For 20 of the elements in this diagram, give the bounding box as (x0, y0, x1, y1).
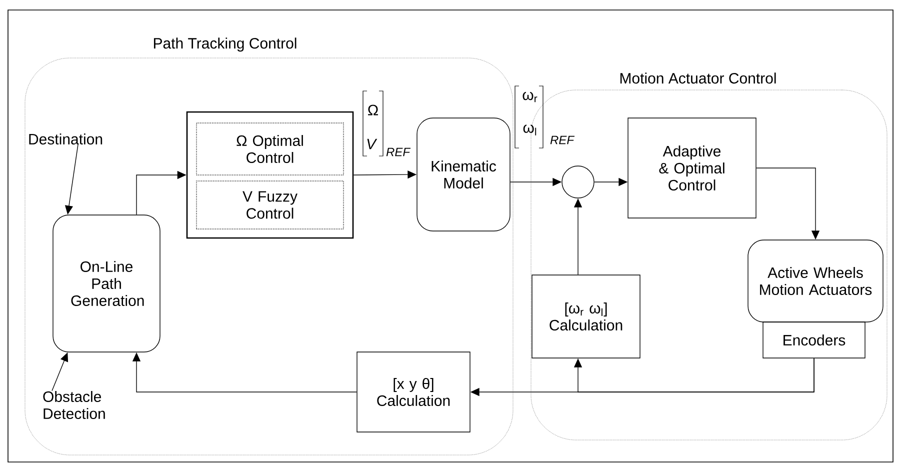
vector-symbol: V (367, 138, 378, 150)
node-label: Motion Actuator Control (620, 72, 776, 84)
input-label: Obstacle Detection (43, 391, 105, 419)
vector-symbol: REF (550, 136, 575, 144)
process-box: Kinematic Model (416, 118, 510, 232)
vector-symbol: ω$_{r}$ (522, 92, 538, 102)
controller-box (186, 111, 354, 239)
vector-symbol: Ω (368, 104, 378, 116)
controller-box: Ω Optimal Control (196, 122, 344, 176)
process-box: On-Line Path Generation (52, 214, 160, 352)
process-box: [x y θ] Calculation (356, 352, 470, 432)
controller-box: V Fuzzy Control (196, 180, 344, 230)
process-box: [ω$_{r}$ ω$_{l}$] Calculation (532, 274, 640, 358)
summing-junction (562, 166, 594, 198)
node-label: Path Tracking Control (154, 38, 296, 52)
process-box: Encoders (762, 322, 866, 358)
process-box: Adaptive & Optimal Control (628, 118, 756, 218)
input-label: Destination (29, 134, 102, 144)
process-box: Active Wheels Motion Actuators (748, 240, 884, 322)
vector-symbol: ω$_{l}$ (523, 124, 536, 136)
